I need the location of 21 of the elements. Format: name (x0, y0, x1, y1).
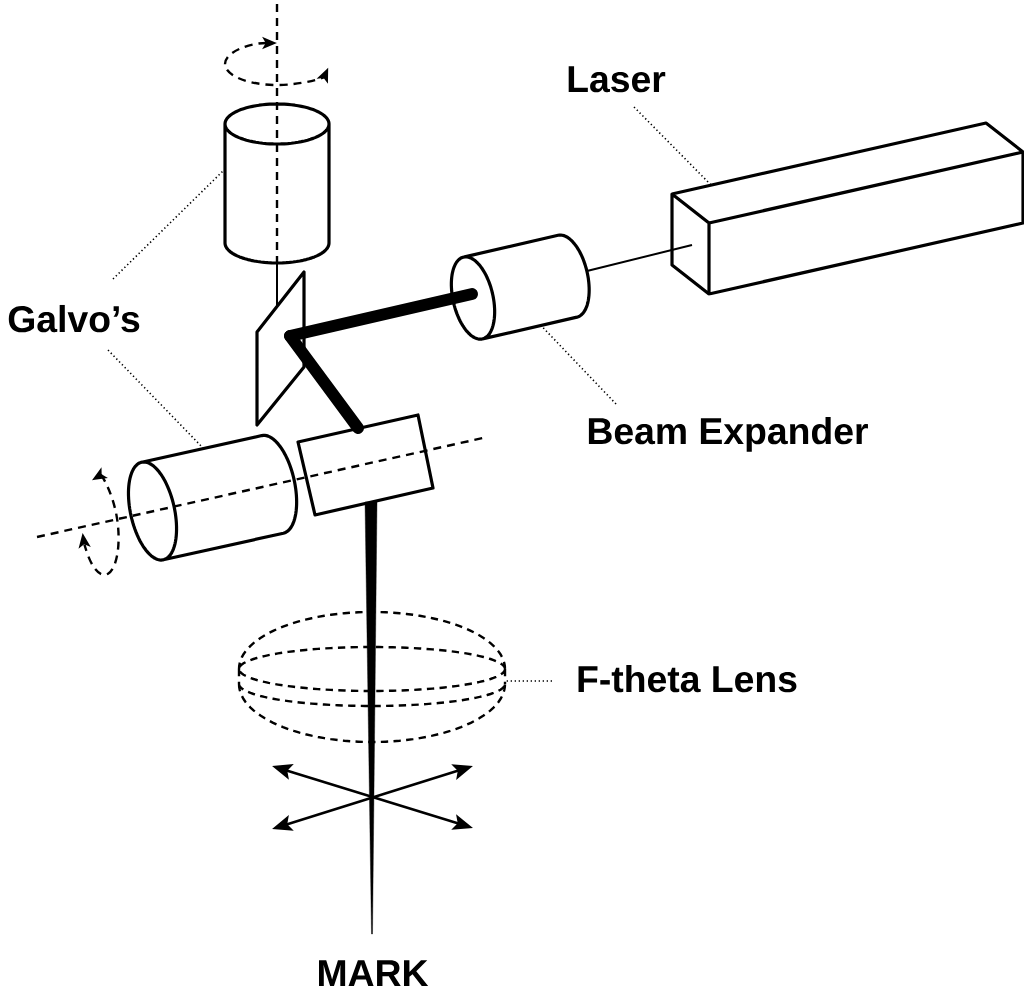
shaft-line (276, 262, 278, 307)
galvo-cylinder (223, 102, 331, 265)
leader-line (505, 680, 553, 682)
leader-line (540, 324, 617, 405)
part-label: F-theta Lens (578, 664, 797, 693)
mirror (255, 270, 306, 427)
galvo-cylinder (126, 433, 299, 562)
leader-line (107, 349, 204, 449)
part-label: Beam Expander (588, 416, 868, 452)
target-label: MARK (319, 960, 429, 986)
expander-cylinder (449, 233, 591, 341)
laser-box (670, 121, 1024, 296)
part-label: Laser (568, 66, 666, 93)
laser-beam (364, 501, 378, 935)
laser-beam (284, 330, 364, 434)
lens (237, 610, 507, 744)
part-label: Galvo’s (8, 304, 140, 333)
leader-line (112, 169, 225, 280)
mirror (296, 413, 435, 517)
leader-line (633, 106, 712, 186)
laser-beam (586, 244, 693, 272)
